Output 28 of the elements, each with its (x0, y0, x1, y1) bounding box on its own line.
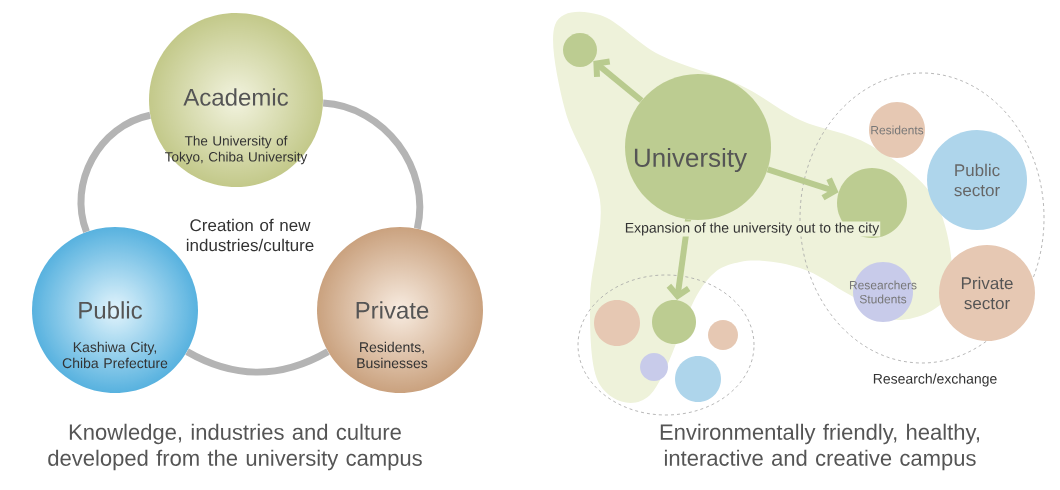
node-text: Public (79, 301, 143, 319)
label-text: Creation of new industries/culture (186, 218, 314, 252)
dashed-ellipse (577, 274, 755, 416)
node-text: Academic (183, 88, 289, 106)
node-text: Public sector (954, 163, 1000, 197)
circle (563, 33, 597, 67)
circle (675, 356, 721, 402)
circle (708, 320, 738, 350)
node-text: Researchers Students (850, 280, 917, 304)
connector-arc (185, 348, 330, 376)
group-label: Research/exchange (873, 373, 997, 387)
node-text: Kashiwa City, Chiba Prefecture (62, 341, 168, 369)
node-text: Residents (871, 125, 924, 135)
label-text: Expansion of the university out to the city (623, 221, 881, 237)
arrow (666, 219, 692, 300)
circle (640, 353, 668, 381)
connector-arc (322, 99, 424, 230)
node-text: Residents, Businesses (357, 341, 428, 369)
circle (652, 300, 696, 344)
node-text: Private sector (961, 276, 1013, 310)
node-text: Private (356, 301, 429, 319)
arrow (593, 58, 644, 103)
heading: Environmentally friendly, healthy, interactive and creative campus (660, 423, 979, 471)
circle (594, 300, 640, 346)
arrow (766, 166, 839, 201)
heading: Knowledge, industries and culture developed from the university campus (48, 423, 422, 471)
connector-arc (77, 111, 152, 233)
node-text: University (634, 147, 747, 173)
